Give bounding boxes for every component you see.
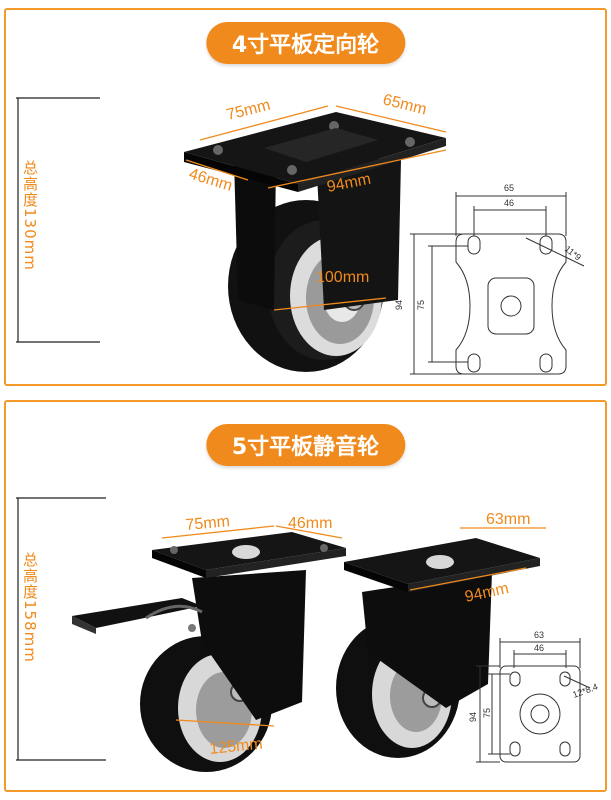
top-height-bracket [16,97,100,343]
top-dim-wheel: 100mm [316,269,369,286]
top-drawing-46: 46 [504,198,514,208]
bottom-height-label: 总高度158mm [21,552,39,663]
bottom-drawing-hole: 12*8.4 [571,682,599,700]
top-drawing-75: 75 [416,300,426,310]
top-dimension-lines [185,105,447,311]
bottom-caster-brake [72,532,346,772]
bottom-drawing-94: 94 [468,712,478,722]
bottom-dim-75: 75mm [185,513,231,534]
top-drawing-94: 94 [394,300,404,310]
bottom-height-bracket [16,497,106,761]
bottom-illustration: 75mm 46mm 63mm 94mm 125mm [16,497,599,772]
bottom-dimension-lines [161,525,546,727]
top-height-label: 总高度130mm [21,160,39,271]
top-illustration: 75mm 65mm 46mm 94mm 100mm [16,91,585,375]
bottom-drawing-63: 63 [534,630,544,640]
bottom-dim-63: 63mm [486,511,530,528]
bottom-dim-46: 46mm [288,515,332,532]
bottom-drawing-46: 46 [534,643,544,653]
top-drawing-65: 65 [504,183,514,193]
top-dim-75: 75mm [225,97,272,124]
top-plate-drawing [410,192,585,375]
bottom-drawing-75: 75 [482,708,492,718]
bottom-plate-drawing [476,638,591,763]
bottom-title: 5寸平板静音轮 [205,424,406,466]
bottom-panel: 5寸平板静音轮 总高度158mm [4,400,607,792]
top-caster [184,112,446,372]
top-panel: 4寸平板定向轮 总高度130mm [4,8,607,386]
top-title: 4寸平板定向轮 [205,22,406,64]
top-dim-65: 65mm [381,91,428,118]
bottom-dim-wheel: 125mm [209,735,264,757]
